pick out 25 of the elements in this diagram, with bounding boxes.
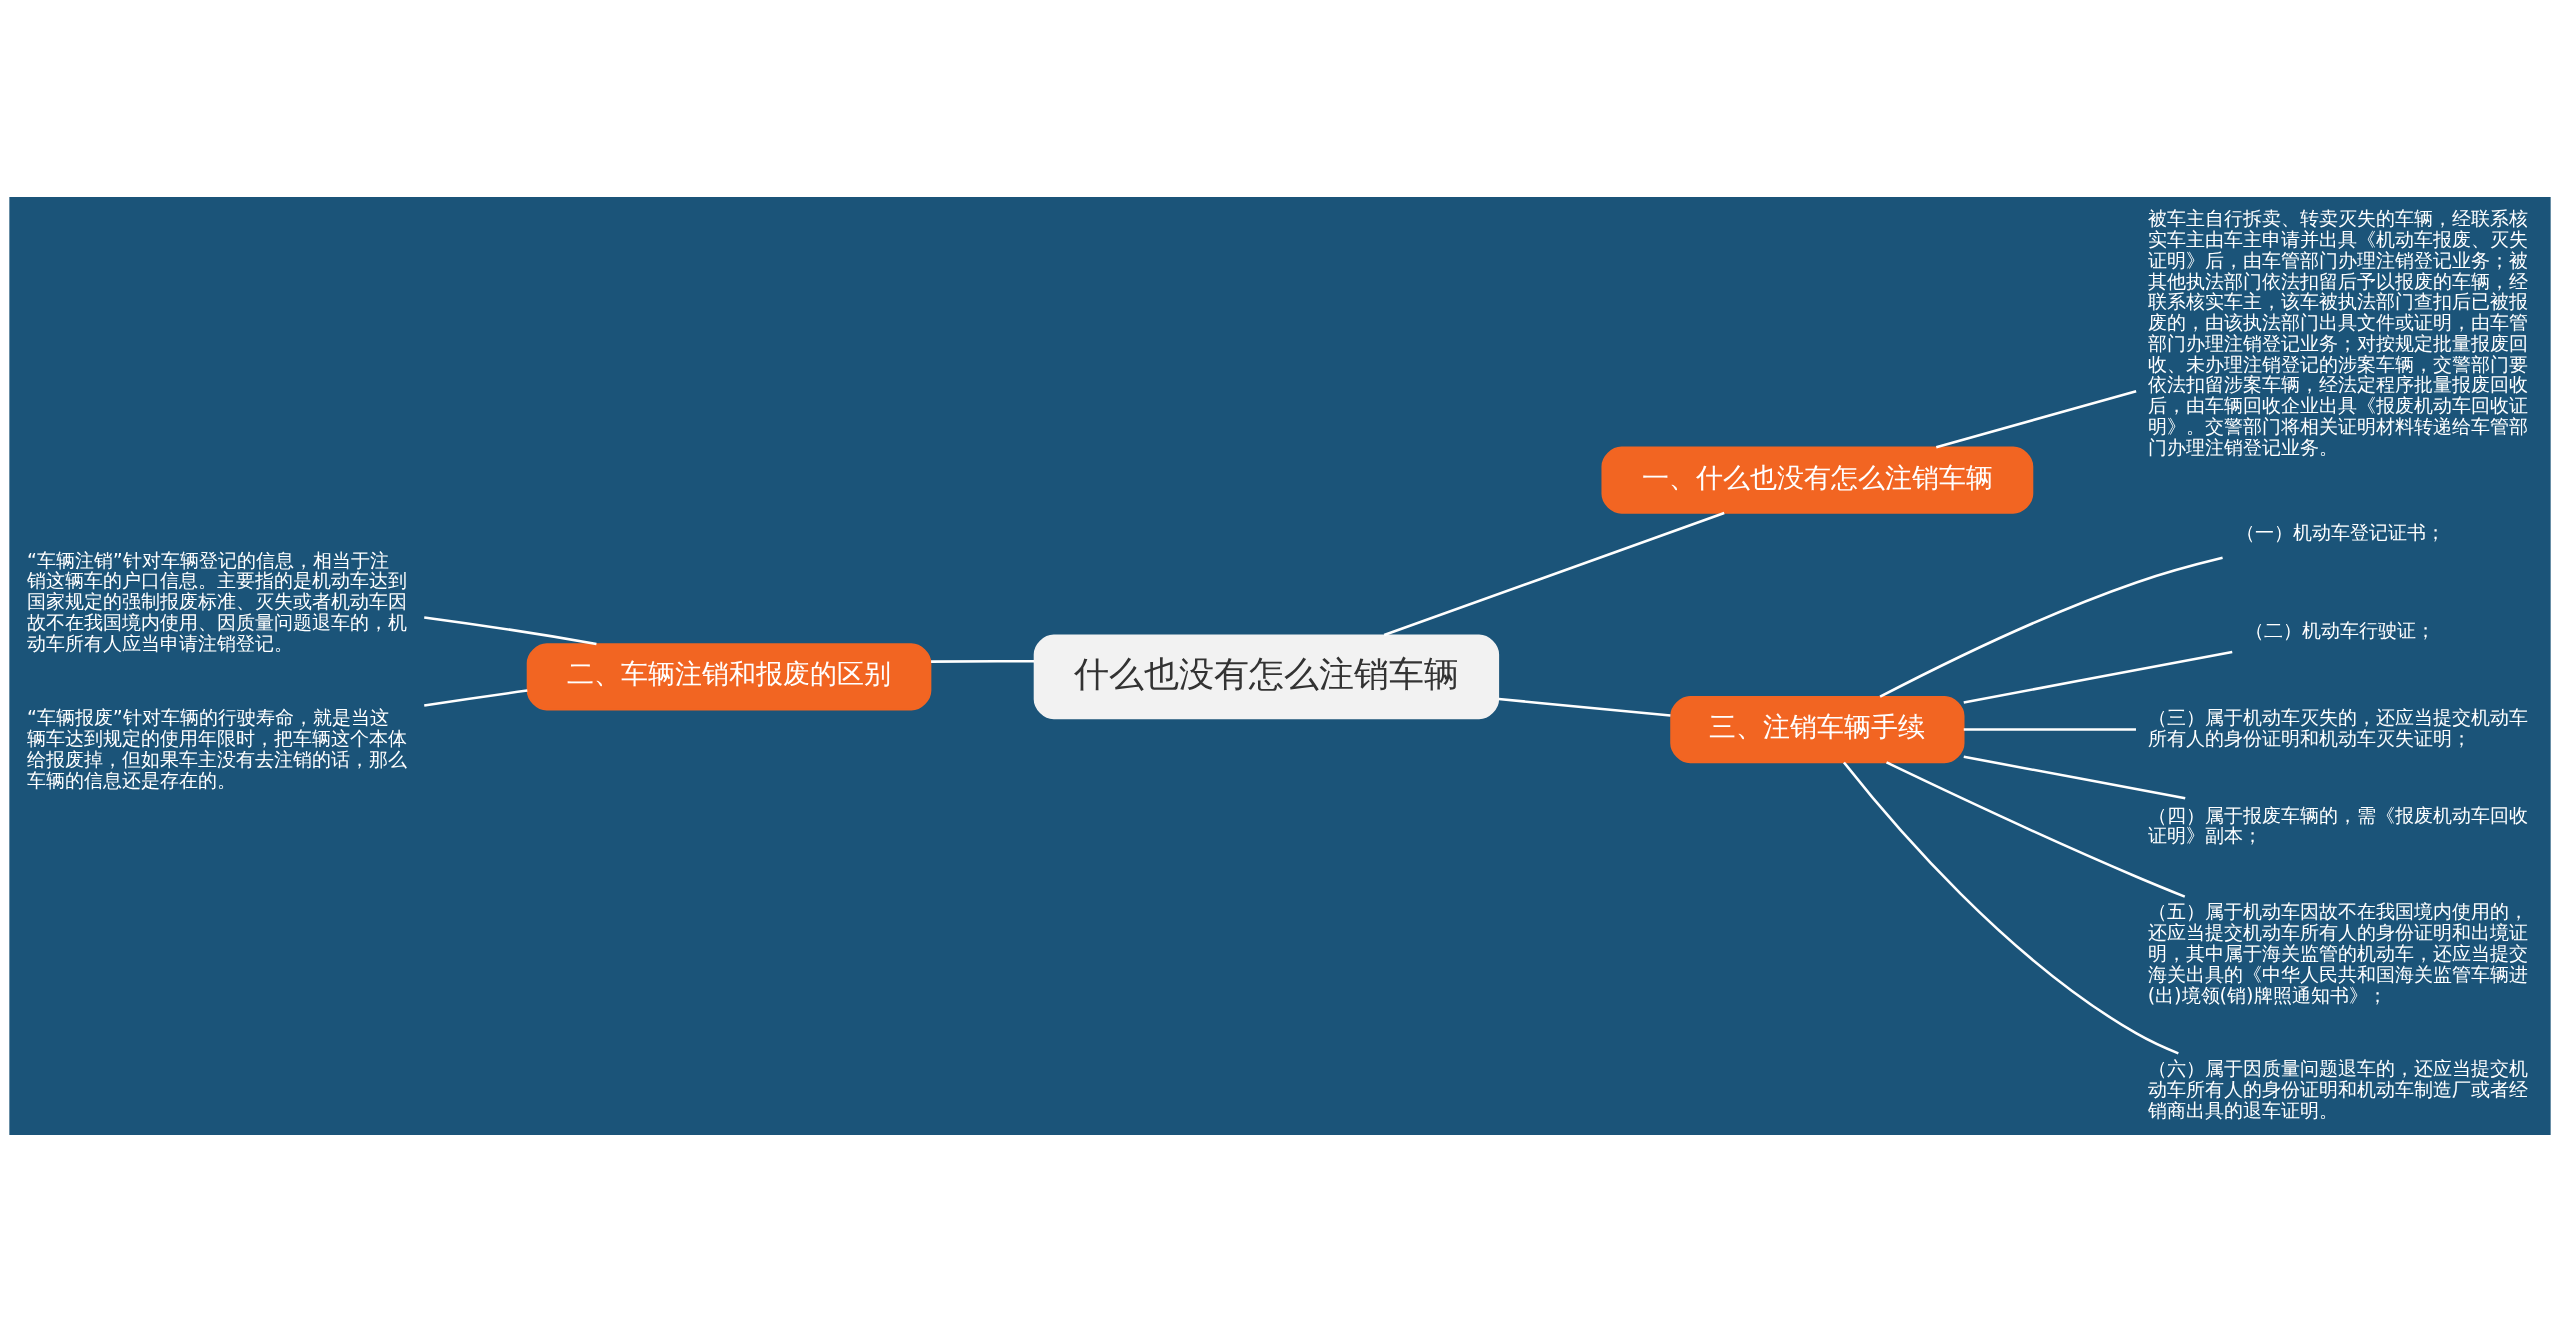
node-text: （六）属于因质量问题退车的，还应当提交机动车所有人的身份证明和机动车制造厂或者经销商出具的退车证明。 — [2147, 1056, 2528, 1122]
node-box: 什么也没有怎么注销车辆 — [1033, 633, 1500, 719]
node-box: 三、注销车辆手续 — [1670, 695, 1965, 763]
connector — [1963, 650, 2233, 704]
connector — [931, 659, 1035, 663]
node-text: “车辆报废”针对车辆的行驶寿命，就是当这辆车达到规定的使用年限时，把车辆这个本体给报废掉，但如果车主没有去注销的话，那么车辆的信息还是存在的。 — [26, 705, 407, 792]
node-text: （一）机动车登记证书； — [2235, 520, 2445, 544]
connector — [424, 615, 597, 645]
node-text: “车辆注销”针对车辆登记的信息，相当于注销这辆车的户口信息。主要指的是机动车达到国家规定的强制报废标准、灭失或者机动车因故不在我国境内使用、因质量问题退车的，机动车所有人应当申请注销登记。 — [26, 548, 407, 655]
node-box: 二、车辆注销和报废的区别 — [526, 642, 932, 710]
connector — [1885, 760, 2186, 898]
node-text: （四）属于报废车辆的，需《报废机动车回收证明》副本； — [2147, 803, 2528, 847]
connector — [1842, 761, 2179, 1055]
node-text: （五）属于机动车因故不在我国境内使用的，还应当提交机动车所有人的身份证明和出境证明，其中属于海关监管的机动车，还应当提交海关出具的《中华人民共和国海关监管车辆进(出)境领(销)牌照通知书》； — [2147, 899, 2528, 1007]
connector — [1383, 511, 1725, 636]
connector — [424, 688, 528, 707]
node-text: 被车主自行拆卖、转卖灭失的车辆，经联系核实车主由车主申请并出具《机动车报废、灭失证明》后，由车管部门办理注销登记业务；被其他执法部门依法扣留后予以报废的车辆，经联系核实车主，该车被执法部门查扣后已被报废的，由该执法部门出具文件或证明，由车管部门办理注销登记业务；对按规定批量报废回收、未办理注销登记的涉案车辆，交警部门要依法扣留涉案车辆，经法定程序批量报废回收后，由车辆回收企业出具《报废机动车回收证明》。交警部门将相关证明材料转递给车管部门办理注销登记业务。 — [2147, 206, 2528, 459]
node-text: （二）机动车行驶证； — [2245, 618, 2436, 642]
connector — [1935, 389, 2137, 448]
connector — [1879, 556, 2223, 698]
connector — [1498, 697, 1671, 717]
node-box: 一、什么也没有怎么注销车辆 — [1601, 446, 2034, 514]
node-text: （三）属于机动车灭失的，还应当提交机动车所有人的身份证明和机动车灭失证明； — [2147, 705, 2528, 750]
connector — [1963, 727, 2136, 731]
connector — [1963, 755, 2186, 800]
